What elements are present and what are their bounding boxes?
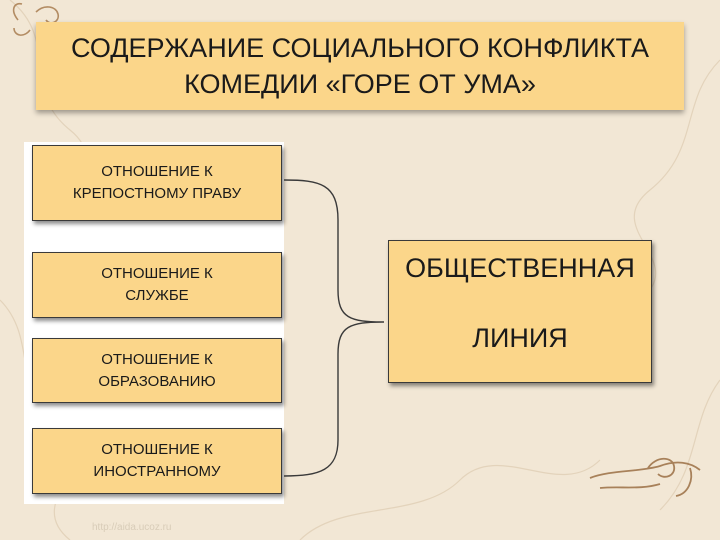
result-line-1: ОБЩЕСТВЕННАЯ	[405, 253, 635, 283]
source-url: http://aida.ucoz.ru	[92, 522, 172, 533]
item-service: ОТНОШЕНИЕ К СЛУЖБЕ	[32, 252, 282, 318]
item-education: ОТНОШЕНИЕ К ОБРАЗОВАНИЮ	[32, 338, 282, 403]
item-foreign: ОТНОШЕНИЕ К ИНОСТРАННОМУ	[32, 428, 282, 494]
page-title: СОДЕРЖАНИЕ СОЦИАЛЬНОГО КОНФЛИКТА КОМЕДИИ…	[70, 33, 650, 99]
item-serfdom: ОТНОШЕНИЕ К КРЕПОСТНОМУ ПРАВУ	[32, 145, 282, 221]
title-box: СОДЕРЖАНИЕ СОЦИАЛЬНОГО КОНФЛИКТА КОМЕДИИ…	[36, 22, 684, 110]
social-line-box: ОБЩЕСТВЕННАЯ ЛИНИЯ	[388, 240, 652, 383]
result-line-2: ЛИНИЯ	[472, 323, 568, 353]
corner-flourish-bottom-right	[589, 457, 701, 497]
grouping-brace	[283, 179, 385, 477]
